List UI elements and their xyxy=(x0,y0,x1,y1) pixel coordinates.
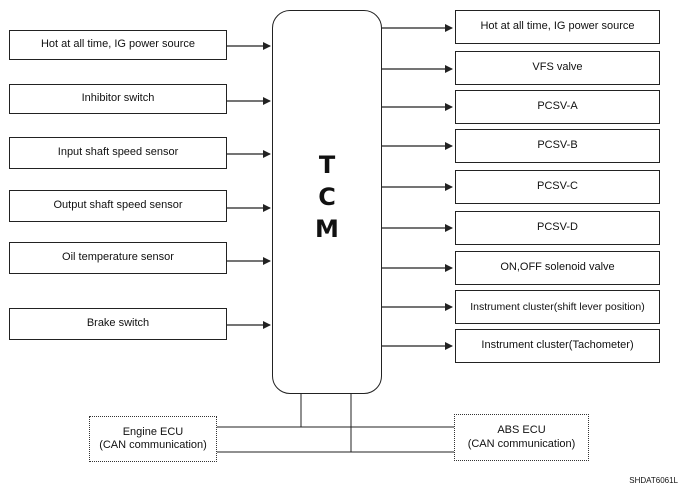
output-box-pcsv-b: PCSV-B xyxy=(455,129,660,163)
engine-ecu-name: Engine ECU xyxy=(122,425,184,438)
tcm-letter-m: M xyxy=(315,215,339,243)
output-box-pcsv-d: PCSV-D xyxy=(455,211,660,245)
output-label: Hot at all time, IG power source xyxy=(480,20,635,33)
abs-ecu-name: ABS ECU xyxy=(497,424,546,437)
input-label: Hot at all time, IG power source xyxy=(40,38,196,51)
input-label: Inhibitor switch xyxy=(81,92,155,105)
output-box-on-off-solenoid-valve: ON,OFF solenoid valve xyxy=(455,251,660,285)
input-box-brake-switch: Brake switch xyxy=(9,308,227,340)
output-box-pcsv-c: PCSV-C xyxy=(455,170,660,204)
tcm-block: T C M xyxy=(272,10,382,394)
output-label: PCSV-C xyxy=(537,180,578,193)
engine-ecu-box: Engine ECU (CAN communication) xyxy=(89,416,217,462)
output-box-ig-power: Hot at all time, IG power source xyxy=(455,10,660,44)
output-box-instrument-cluster-shift-lever: Instrument cluster(shift lever position) xyxy=(455,290,660,324)
output-label: Instrument cluster(shift lever position) xyxy=(470,300,645,313)
output-label: VFS valve xyxy=(532,61,583,74)
input-box-input-shaft-speed-sensor: Input shaft speed sensor xyxy=(9,137,227,169)
output-box-pcsv-a: PCSV-A xyxy=(455,90,660,124)
output-label: PCSV-B xyxy=(537,139,578,152)
output-label: Instrument cluster(Tachometer) xyxy=(481,339,634,352)
input-box-oil-temperature-sensor: Oil temperature sensor xyxy=(9,242,227,274)
engine-ecu-protocol: (CAN communication) xyxy=(99,439,207,451)
input-label: Input shaft speed sensor xyxy=(57,146,179,159)
input-label: Brake switch xyxy=(86,317,150,330)
tcm-letter-c: C xyxy=(318,183,336,211)
input-box-inhibitor-switch: Inhibitor switch xyxy=(9,84,227,114)
output-label: PCSV-A xyxy=(537,100,578,113)
output-box-vfs-valve: VFS valve xyxy=(455,51,660,85)
abs-ecu-box: ABS ECU (CAN communication) xyxy=(454,414,589,461)
input-label: Oil temperature sensor xyxy=(62,251,174,264)
input-box-output-shaft-speed-sensor: Output shaft speed sensor xyxy=(9,190,227,222)
figure-code: SHDAT6061L xyxy=(629,476,678,485)
input-box-ig-power: Hot at all time, IG power source xyxy=(9,30,227,60)
input-label: Output shaft speed sensor xyxy=(53,199,183,212)
output-label: ON,OFF solenoid valve xyxy=(500,261,615,274)
tcm-letter-t: T xyxy=(318,151,336,179)
abs-ecu-protocol: (CAN communication) xyxy=(467,437,576,450)
output-box-instrument-cluster-tachometer: Instrument cluster(Tachometer) xyxy=(455,329,660,363)
output-label: PCSV-D xyxy=(537,221,578,234)
